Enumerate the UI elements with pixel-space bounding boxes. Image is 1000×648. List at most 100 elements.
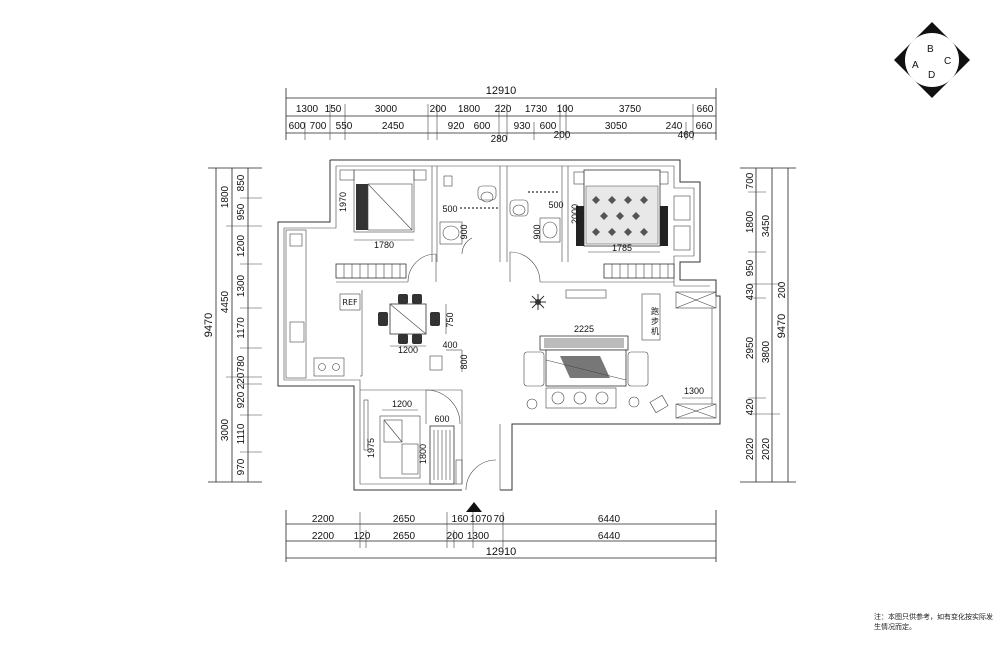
bed3-height-dim: 1975 <box>366 438 376 458</box>
right-dimension-lines <box>740 167 796 483</box>
dim-label: 950 <box>236 203 247 220</box>
dim-label: 660 <box>696 121 713 132</box>
dim-label: 1300 <box>467 531 490 542</box>
bathroom-1-fixtures <box>439 175 498 245</box>
dim-label: 280 <box>491 134 508 145</box>
logo-letter-a: A <box>912 60 919 71</box>
right-total-dim: 9470 <box>776 314 788 338</box>
dim-label: 200 <box>777 281 788 298</box>
dim-label: 2200 <box>312 531 335 542</box>
dining-width-dim: 1200 <box>398 345 418 355</box>
dim-label: 70 <box>493 514 505 525</box>
dim-label: 600 <box>474 121 491 132</box>
top-row1-dims: 1300 150 3000 200 1800 220 1730 100 3750… <box>296 104 714 115</box>
dim-label: 1300 <box>236 274 247 297</box>
dim-label: 950 <box>745 259 756 276</box>
dim-label: 2650 <box>393 514 416 525</box>
dim-label: 550 <box>336 121 353 132</box>
dim-label: 1170 <box>236 317 247 339</box>
dim-label: 3000 <box>375 104 398 115</box>
bedroom-3-furniture <box>363 399 463 485</box>
master-bed-width-dim: 1785 <box>612 243 632 253</box>
dim-label: 1730 <box>525 104 548 115</box>
dim-label: 200 <box>554 130 571 141</box>
dim-label: 780 <box>236 355 247 372</box>
dim-label: 200 <box>447 531 464 542</box>
dim-label: 1800 <box>220 185 231 208</box>
dim-label: 3000 <box>220 418 231 441</box>
entry-cabinet <box>429 349 463 372</box>
dim-label: 200 <box>430 104 447 115</box>
logo-letter-b: B <box>927 44 934 55</box>
dim-label: 920 <box>236 391 247 408</box>
entry-dim-b: 800 <box>459 354 469 369</box>
plant-icon <box>530 294 546 310</box>
master-bedroom-furniture <box>573 169 691 279</box>
bed1-height-dim: 1970 <box>338 192 348 212</box>
left-dimension-lines <box>208 167 262 483</box>
dim-label: 700 <box>310 121 327 132</box>
dim-label: 2950 <box>745 336 756 359</box>
dim-label: 220 <box>495 104 512 115</box>
entry-dim-a: 400 <box>442 340 457 350</box>
dim-label: 420 <box>745 398 756 415</box>
dim-label: 2450 <box>382 121 405 132</box>
sofa-width-dim: 2225 <box>574 324 594 334</box>
bed1-width-dim: 1780 <box>374 240 394 250</box>
dim-label: 6440 <box>598 514 621 525</box>
dim-label: 160 <box>452 514 469 525</box>
top-row2-dims: 600 700 550 2450 920 600 930 600 3050 24… <box>289 121 713 132</box>
dim-label: 6440 <box>598 531 621 542</box>
dim-label: 600 <box>540 121 557 132</box>
bottom-row2-dims: 2200 120 2650 200 1300 6440 <box>312 531 621 542</box>
bath1-dim-a: 500 <box>442 204 457 214</box>
dining-height-dim: 750 <box>445 312 455 327</box>
wardrobe-width-dim: 600 <box>434 414 449 424</box>
bottom-total-dim: 12910 <box>486 546 517 558</box>
entrance-marker <box>466 502 482 512</box>
right-mid-dims: 3450 3800 2020 <box>761 214 772 460</box>
dim-label: 220 <box>236 372 247 389</box>
dim-label: 1800 <box>745 210 756 233</box>
dim-label: 970 <box>236 458 247 475</box>
dim-label: 3750 <box>619 104 642 115</box>
dim-label: 1110 <box>236 423 247 444</box>
dim-label: 2020 <box>745 437 756 460</box>
bottom-row1-dims: 2200 2650 160 1070 70 6440 <box>312 514 621 525</box>
living-room-furniture <box>523 289 717 419</box>
dim-label: 1800 <box>458 104 481 115</box>
dim-label: 920 <box>448 121 465 132</box>
dim-label: 3050 <box>605 121 628 132</box>
dim-label: 660 <box>697 104 714 115</box>
bath1-dim-b: 900 <box>459 224 469 239</box>
dining-set <box>378 294 447 347</box>
interior-walls <box>336 166 674 490</box>
dim-label: 1200 <box>236 234 247 257</box>
dim-label: 150 <box>325 104 342 115</box>
kitchen-fixtures <box>285 229 361 379</box>
bottom-dimension-lines <box>285 510 717 562</box>
bedroom-1-furniture <box>335 169 427 279</box>
wardrobe-height-dim: 1800 <box>418 444 428 464</box>
dim-label: 240 <box>666 121 683 132</box>
right-outer-dims: 200 9470 <box>776 281 788 338</box>
left-inner-dims: 850 950 1200 1300 1170 780 220 920 1110 … <box>236 174 247 475</box>
logo-letter-c: C <box>944 56 951 67</box>
dim-label: 2020 <box>761 437 772 460</box>
bath2-dim-b: 900 <box>532 224 542 239</box>
dim-label: 3800 <box>761 340 772 363</box>
door-swings <box>407 237 541 491</box>
dim-label: 120 <box>354 531 371 542</box>
dim-label: 1070 <box>470 514 493 525</box>
footnote: 注：本图只供参考，如有变化按实际发生情况而定。 <box>874 613 993 631</box>
dim-label: 3450 <box>761 214 772 237</box>
bathroom-2-fixtures <box>509 191 561 243</box>
dim-label: 2200 <box>312 514 335 525</box>
dim-label: 2650 <box>393 531 416 542</box>
dim-label: 930 <box>514 121 531 132</box>
dim-label: 1300 <box>296 104 319 115</box>
dim-label: 4450 <box>220 290 231 313</box>
dim-label: 430 <box>745 283 756 300</box>
bed3-width-dim: 1200 <box>392 399 412 409</box>
